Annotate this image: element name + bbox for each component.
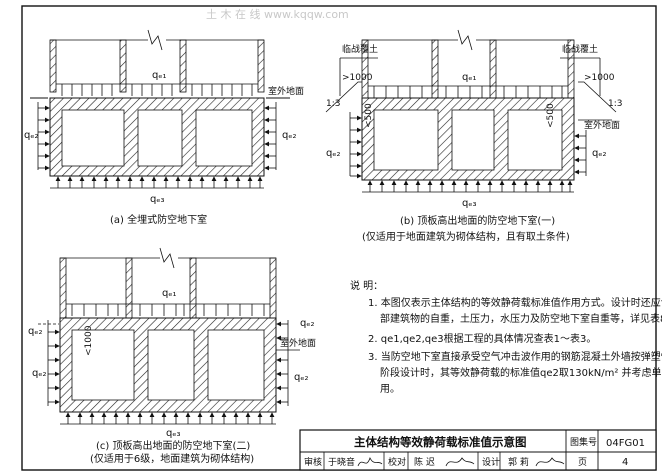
earth-cover-b (325, 58, 617, 113)
qe2-label-c-upper-left: qₑ₂ (28, 326, 43, 337)
note-line-5: 阶段设计时，其等效静荷载的标准值qe2取130kN/m² 并考虑单向作 (380, 366, 662, 379)
note-line-4: 3. 当防空地下室直接承受空气冲击波作用的钢筋混凝土外墙按弹塑性工作 (368, 350, 662, 363)
dim-1000-c: <1000 (84, 325, 94, 356)
upper-columns-b (361, 29, 575, 99)
caption-c-line2: (仅适用于6级，地面建筑为砌体结构) (90, 452, 254, 465)
watermark: 土 木 在 线 www.kqqw.com (206, 7, 349, 21)
atlas-no-label: 图集号 (570, 436, 597, 448)
reviewer-signature (357, 456, 383, 467)
caption-a: (a) 全埋式防空地下室 (110, 213, 207, 226)
note-line-6: 用。 (380, 384, 400, 395)
designer-signature (535, 457, 565, 467)
dim-1000-b-left: >1000 (342, 73, 373, 83)
qe3-label-b: qₑ₃ (462, 198, 477, 209)
page-label: 页 (578, 457, 587, 468)
qe2-label-c-upper-right: qₑ₂ (300, 318, 315, 329)
note-line-1: 1. 本图仅表示主体结构的等效静荷载标准值作用方式。设计时还应包括上 (368, 296, 662, 309)
slope-b-right: 1:3 (608, 99, 622, 109)
qe1-label-b: qₑ₁ (462, 72, 477, 83)
qe1-label-a: qₑ₁ (152, 70, 167, 81)
designer-name: 郭 莉 (508, 456, 529, 468)
load-qe2-right-a (264, 102, 277, 171)
load-qe2-right-b (574, 130, 587, 176)
dim-1000-b-right: >1000 (584, 73, 615, 83)
note-line-3: 2. qe1,qe2,qe3根据工程的具体情况查表1～表3。 (368, 332, 596, 345)
load-qe1-c (66, 303, 270, 316)
atlas-no: 04FG01 (606, 438, 645, 449)
load-qe3-b (362, 180, 574, 193)
fill-label-b-right: 临战覆土 (562, 43, 598, 55)
ground-line-a: 室外地面 (30, 85, 304, 99)
diagram-b: 临战覆土 临战覆土 >1000 >1000 1:3 1:3 qₑ₁ 室外地面 <… (325, 29, 622, 243)
qe3-label-c: qₑ₃ (166, 428, 181, 439)
diagram-a: qₑ₁ 室外地面 qₑ₂ qₑ₂ qₑ₃ (24, 29, 304, 226)
basement-b (361, 97, 575, 181)
qe2-label-c-left: qₑ₂ (32, 368, 47, 379)
reviewer-name: 于晓音 (328, 456, 355, 468)
upper-columns-c (59, 247, 277, 319)
checker-signature (445, 457, 475, 467)
ground-label-c: 室外地面 (280, 337, 316, 349)
sheet-title: 主体结构等效静荷载标准值示意图 (354, 435, 527, 449)
basement-c (59, 317, 277, 413)
qe2-label-b-left: qₑ₂ (326, 148, 341, 159)
load-qe2-right-c (276, 320, 289, 406)
basement-a (49, 97, 265, 177)
load-qe1-b (368, 85, 568, 98)
caption-b-line2: (仅适用于地面建筑为砌体结构，且有取土条件) (362, 230, 570, 243)
note-line-2: 部建筑物的自重，土压力，水压力及防空地下室自重等，详见表8。 (380, 312, 662, 325)
ground-label-a: 室外地面 (268, 85, 304, 97)
qe3-label-a: qₑ₃ (150, 194, 165, 205)
notes-heading: 说 明： (350, 279, 383, 292)
fill-label-b-left: 临战覆土 (342, 43, 378, 55)
check-label: 校对 (388, 456, 406, 468)
dim-500-b-left: <500 (364, 103, 374, 128)
load-qe2-left-b (349, 112, 362, 179)
qe2-label-a-right: qₑ₂ (282, 130, 297, 141)
load-qe3-c (60, 412, 276, 425)
title-block: 主体结构等效静荷载标准值示意图 图集号 04FG01 审核 于晓音 校对 陈 迟… (299, 429, 657, 471)
caption-b-line1: (b) 顶板高出地面的防空地下室(一) (400, 214, 555, 227)
dim-500-b-right: <500 (546, 103, 556, 128)
caption-c-line1: (c) 顶板高出地面的防空地下室(二) (96, 439, 250, 452)
ground-label-b: 室外地面 (584, 119, 620, 131)
load-qe2-left-c (38, 320, 60, 406)
load-qe1-a: qₑ₁ (56, 70, 258, 96)
qe2-label-c-right: qₑ₂ (294, 372, 309, 383)
diagram-c: qₑ₁ <1000 室外地面 qₑ₂ qₑ₂ qₑ₂ qₑ₂ qₑ₃ (c) 顶… (28, 247, 316, 465)
design-label: 设计 (482, 456, 500, 468)
qe1-label-c: qₑ₁ (162, 288, 177, 299)
qe2-label-b-right: qₑ₂ (592, 148, 607, 159)
qe2-label-a-left: qₑ₂ (24, 130, 39, 141)
slope-b-left: 1:3 (326, 99, 340, 109)
load-qe2-left-a (37, 102, 50, 171)
review-label: 审核 (304, 456, 322, 468)
page-no: 4 (622, 457, 628, 468)
notes: 说 明： 1. 本图仅表示主体结构的等效静荷载标准值作用方式。设计时还应包括上 … (350, 279, 662, 395)
load-qe3-a (50, 176, 264, 189)
checker-name: 陈 迟 (414, 456, 435, 468)
upper-columns-a (49, 29, 265, 93)
